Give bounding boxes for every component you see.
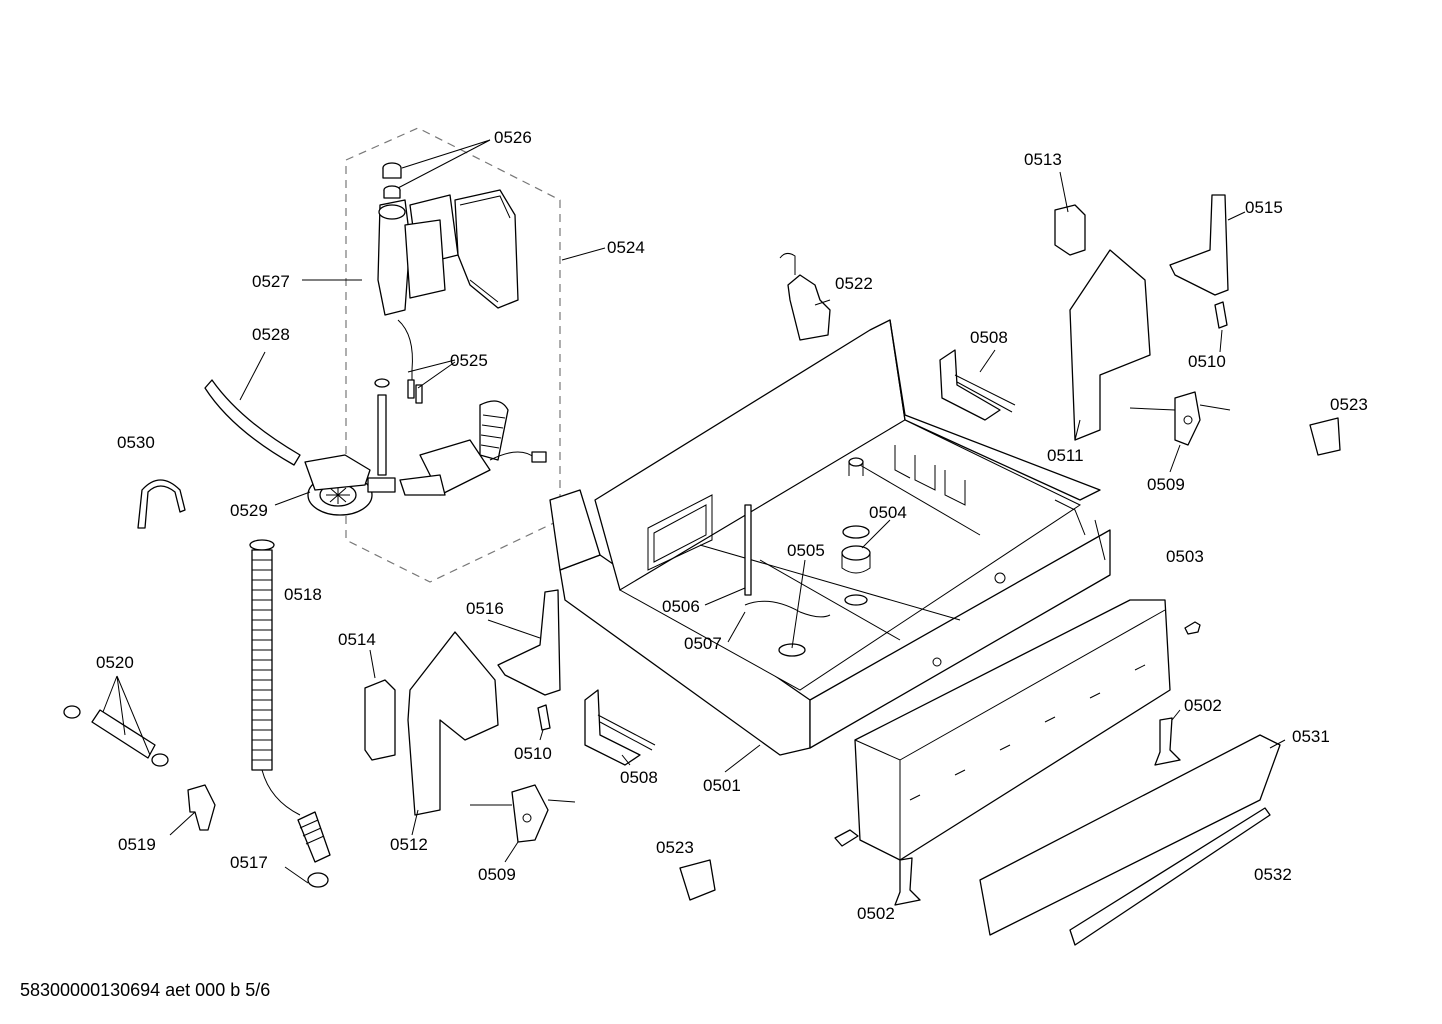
callout-0513: 0513 — [1024, 150, 1062, 169]
callout-0508-right: 0508 — [970, 328, 1008, 347]
left-bracket-part — [407, 631, 499, 816]
callout-labels: 0526 0527 0524 0525 0528 0530 0529 0518 … — [96, 128, 1368, 923]
callout-0502-upper: 0502 — [1184, 696, 1222, 715]
circulation-pump-part — [304, 454, 396, 516]
callout-0517: 0517 — [230, 853, 268, 872]
spring-left-part — [584, 689, 656, 766]
callout-0516: 0516 — [466, 599, 504, 618]
adjustable-foot-lower-part — [894, 857, 921, 906]
callout-0509-left: 0509 — [478, 865, 516, 884]
callout-0524: 0524 — [607, 238, 645, 257]
connector-part — [779, 252, 831, 341]
right-bracket-part — [1069, 249, 1151, 441]
callout-0514: 0514 — [338, 630, 376, 649]
callout-0507: 0507 — [684, 634, 722, 653]
callout-0501: 0501 — [703, 776, 741, 795]
callout-0506: 0506 — [662, 597, 700, 616]
callout-0527: 0527 — [252, 272, 290, 291]
leader-lines — [102, 139, 1286, 884]
hose-clamp-part — [137, 479, 186, 529]
callout-0529: 0529 — [230, 501, 268, 520]
kick-plate-part — [854, 599, 1171, 861]
clip-part — [187, 784, 216, 831]
pump-assembly-part — [374, 162, 547, 496]
hose-with-clamps-part — [63, 705, 169, 767]
small-clip-left-part — [537, 704, 551, 731]
switch-left-part — [470, 784, 576, 843]
callout-0526: 0526 — [494, 128, 532, 147]
callout-0522: 0522 — [835, 274, 873, 293]
callout-0510-right: 0510 — [1188, 352, 1226, 371]
trim-strip-part — [1069, 807, 1271, 946]
callout-0503: 0503 — [1166, 547, 1204, 566]
document-id: 58300000130694 aet 000 b 5/6 — [20, 980, 271, 1000]
callout-0512: 0512 — [390, 835, 428, 854]
drain-hose-part — [204, 379, 301, 466]
callout-0523-bottom: 0523 — [656, 838, 694, 857]
callout-0520: 0520 — [96, 653, 134, 672]
callout-0525: 0525 — [450, 351, 488, 370]
callout-0531: 0531 — [1292, 727, 1330, 746]
callout-0509-right: 0509 — [1147, 475, 1185, 494]
front-panel-part — [979, 734, 1281, 936]
callout-0508-left: 0508 — [620, 768, 658, 787]
screw-part — [1184, 621, 1201, 635]
clip-bottom-part — [679, 859, 716, 901]
switch-right-part — [1129, 391, 1231, 446]
callout-0515: 0515 — [1245, 198, 1283, 217]
angle-bracket-right-part — [1169, 194, 1229, 296]
cover-right-part — [1054, 204, 1086, 256]
callout-0530: 0530 — [117, 433, 155, 452]
callout-0504: 0504 — [869, 503, 907, 522]
screw-front-part — [834, 829, 859, 847]
callout-0510-left: 0510 — [514, 744, 552, 763]
base-tub-part — [549, 319, 1111, 756]
callout-0532: 0532 — [1254, 865, 1292, 884]
callout-0505: 0505 — [787, 541, 825, 560]
clip-right-part — [1309, 417, 1341, 456]
callout-0519: 0519 — [118, 835, 156, 854]
callout-0511: 0511 — [1047, 446, 1084, 465]
small-clip-right-part — [1214, 301, 1228, 329]
callout-0518: 0518 — [284, 585, 322, 604]
callout-0528: 0528 — [252, 325, 290, 344]
callout-0523-right: 0523 — [1330, 395, 1368, 414]
spring-right-part — [939, 349, 1016, 421]
angle-bracket-part — [497, 589, 561, 696]
adjustable-foot-upper-part — [1154, 717, 1181, 766]
cover-part — [364, 679, 396, 761]
callout-0502-lower: 0502 — [857, 904, 895, 923]
corrugated-drain-hose-part — [249, 539, 331, 888]
